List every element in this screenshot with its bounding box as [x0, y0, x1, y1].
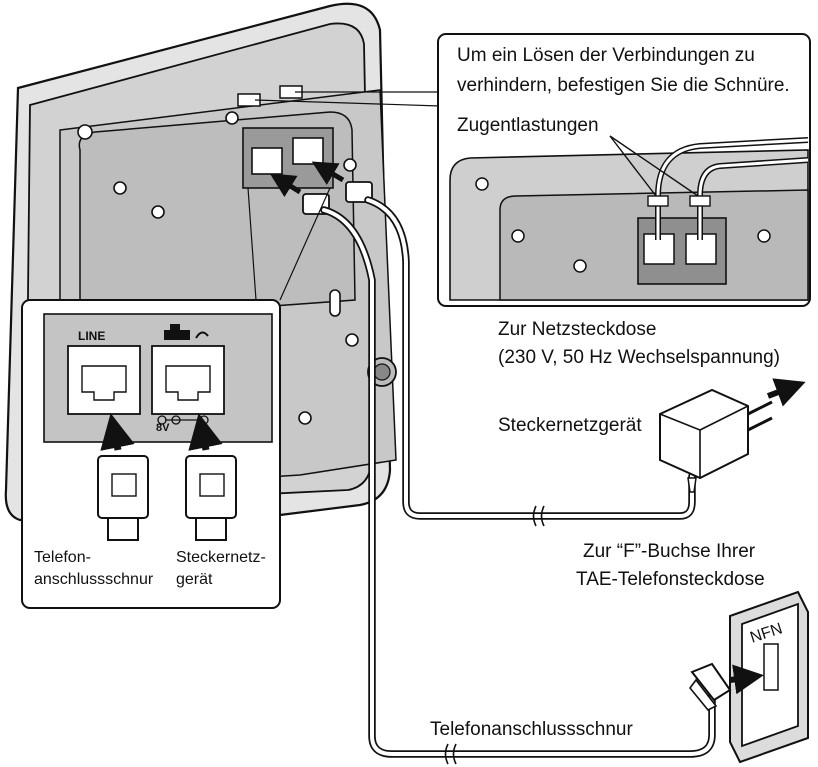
callout-note-line2: verhindern, befestigen Sie die Schnüre.	[457, 75, 790, 96]
cord-left-label-line1: Telefon-	[34, 549, 91, 566]
screw-hole	[225, 111, 239, 125]
plug-line-large	[97, 455, 149, 541]
line-port-label: LINE	[78, 329, 106, 343]
cord-right-label-line1: Steckernetz-	[176, 549, 266, 566]
cord-left-label-line2: anschlussschnur	[34, 571, 154, 588]
screw-hole	[343, 158, 357, 172]
tae-socket-label-line2: TAE-Telefonsteckdose	[576, 569, 765, 590]
outlet-label-line1: Zur Netzsteckdose	[498, 319, 657, 340]
tae-socket-label-line1: Zur “F”-Buchse Ihrer	[583, 541, 756, 562]
callout-note-line1: Um ein Lösen der Verbindungen zu	[457, 45, 755, 66]
power-jack-icon	[164, 324, 209, 340]
screw-hole	[77, 124, 93, 140]
screw-hole	[298, 411, 312, 425]
voltage-label: 8V	[156, 422, 170, 434]
cord-right-label-line2: gerät	[176, 571, 213, 588]
screw-hole	[345, 333, 359, 347]
adapter-label: Steckernetzgerät	[498, 415, 642, 436]
screw-hole	[151, 205, 165, 219]
tae-plug	[688, 662, 732, 712]
plug-power-small	[345, 181, 373, 203]
screw-hole	[113, 181, 127, 195]
bottom-cord-label: Telefonanschlussschnur	[430, 719, 633, 740]
strain-relief-label: Zugentlastungen	[457, 115, 599, 136]
port-detail-inset	[21, 299, 281, 609]
tae-wall-socket	[729, 590, 809, 764]
plug-power-large	[185, 455, 237, 541]
strain-relief-callout	[437, 33, 811, 307]
ac-adapter	[659, 378, 806, 493]
outlet-label-line2: (230 V, 50 Hz Wechselspannung)	[498, 347, 781, 368]
